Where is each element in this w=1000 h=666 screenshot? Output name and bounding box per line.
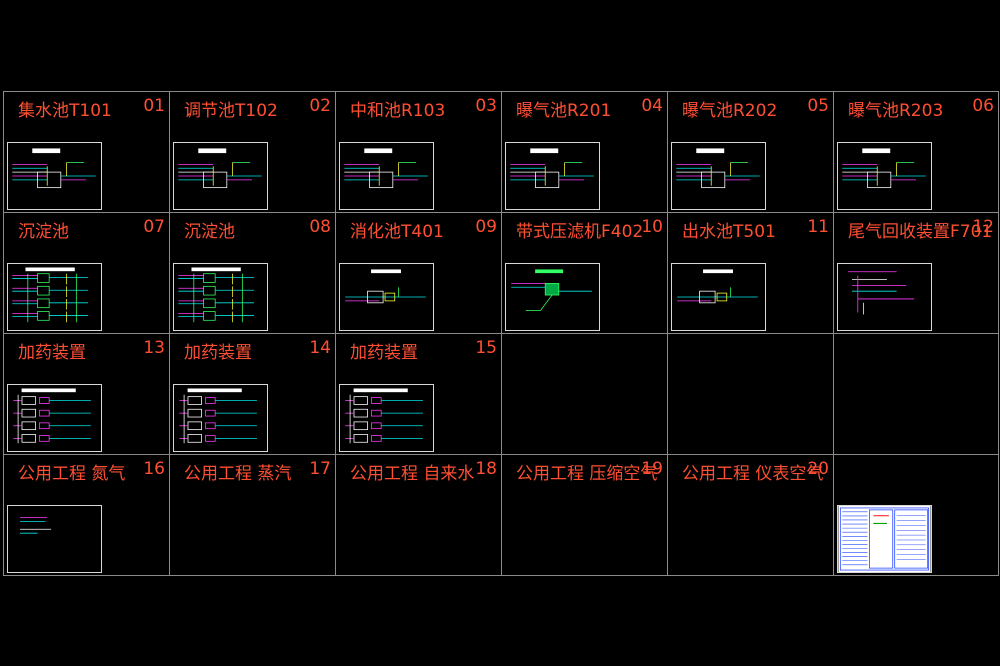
sheet-title: 调节池T102 — [184, 101, 278, 121]
sheet-cell[interactable]: 中和池R103 03 — [336, 92, 502, 213]
drawing-thumbnail[interactable] — [339, 142, 434, 210]
sheet-number: 02 — [309, 96, 331, 116]
sheet-title: 加药装置 — [18, 343, 86, 363]
drawing-preview — [510, 148, 594, 189]
drawing-thumbnail[interactable] — [173, 263, 268, 331]
sheet-cell[interactable] — [834, 455, 998, 575]
drawing-preview — [345, 388, 423, 444]
drawing-thumbnail[interactable] — [7, 505, 102, 573]
sheet-number: 15 — [475, 338, 497, 358]
sheet-cell[interactable]: 调节池T102 02 — [170, 92, 336, 213]
drawing-thumbnail[interactable] — [339, 384, 434, 452]
drawing-thumbnail[interactable] — [837, 505, 932, 573]
sheet-cell[interactable]: 加药装置 14 — [170, 334, 336, 455]
sheet-title: 出水池T501 — [682, 222, 776, 242]
sheet-title: 曝气池R202 — [682, 101, 778, 121]
sheet-number: 20 — [807, 459, 829, 479]
sheet-number: 04 — [641, 96, 663, 116]
sheet-title: 沉淀池 — [184, 222, 235, 242]
sheet-number: 17 — [309, 459, 331, 479]
sheet-number: 06 — [972, 96, 994, 116]
sheet-cell[interactable]: 消化池T401 09 — [336, 213, 502, 334]
drawing-preview — [677, 269, 758, 304]
sheet-cell[interactable]: 加药装置 13 — [4, 334, 170, 455]
sheet-number: 08 — [309, 217, 331, 237]
drawing-thumbnail[interactable] — [173, 384, 268, 452]
drawing-preview — [344, 148, 428, 189]
sheet-number: 18 — [475, 459, 497, 479]
sheet-cell[interactable]: 加药装置 15 — [336, 334, 502, 455]
sheet-cell[interactable]: 曝气池R201 04 — [502, 92, 668, 213]
drawing-preview — [511, 269, 592, 311]
sheet-title: 加药装置 — [184, 343, 252, 363]
sheet-number: 03 — [475, 96, 497, 116]
drawing-thumbnail[interactable] — [505, 263, 600, 331]
sheet-title: 中和池R103 — [350, 101, 446, 121]
sheet-cell[interactable] — [834, 334, 998, 455]
sheet-cell[interactable]: 曝气池R203 06 — [834, 92, 998, 213]
sheet-title: 公用工程 压缩空气 — [516, 464, 658, 484]
sheet-cell[interactable] — [668, 334, 834, 455]
sheet-number: 10 — [641, 217, 663, 237]
sheet-number: 12 — [972, 217, 994, 237]
drawing-preview — [842, 148, 926, 189]
drawing-thumbnail[interactable] — [837, 263, 932, 331]
sheet-cell[interactable]: 集水池T101 01 — [4, 92, 170, 213]
sheet-title: 沉淀池 — [18, 222, 69, 242]
drawing-preview — [13, 388, 91, 444]
drawing-thumbnail[interactable] — [671, 263, 766, 331]
sheet-cell[interactable]: 沉淀池 08 — [170, 213, 336, 334]
sheet-title: 尾气回收装置F701 — [848, 222, 993, 242]
drawing-thumbnail[interactable] — [7, 263, 102, 331]
drawing-thumbnail[interactable] — [173, 142, 268, 210]
sheet-number: 14 — [309, 338, 331, 358]
sheet-title: 公用工程 自来水 — [350, 464, 475, 484]
sheet-cell[interactable]: 公用工程 氮气 16 — [4, 455, 170, 575]
sheet-title: 消化池T401 — [350, 222, 444, 242]
drawing-thumbnail[interactable] — [7, 384, 102, 452]
sheet-number: 01 — [143, 96, 165, 116]
sheet-number: 13 — [143, 338, 165, 358]
drawing-preview — [20, 517, 52, 534]
drawing-preview — [345, 269, 426, 304]
drawing-preview — [676, 148, 760, 189]
sheet-number: 16 — [143, 459, 165, 479]
sheet-number: 07 — [143, 217, 165, 237]
drawing-thumbnail[interactable] — [671, 142, 766, 210]
drawing-thumbnail[interactable] — [837, 142, 932, 210]
sheet-number: 11 — [807, 217, 829, 237]
sheet-cell[interactable]: 公用工程 蒸汽 17 — [170, 455, 336, 575]
drawing-preview — [12, 148, 96, 189]
drawing-preview — [178, 148, 262, 189]
drawing-thumbnail[interactable] — [505, 142, 600, 210]
drawing-preview — [12, 267, 88, 323]
sheet-cell[interactable]: 沉淀池 07 — [4, 213, 170, 334]
sheet-cell[interactable]: 曝气池R202 05 — [668, 92, 834, 213]
sheet-title: 集水池T101 — [18, 101, 112, 121]
sheet-title: 带式压滤机F402 — [516, 222, 644, 242]
sheet-number: 05 — [807, 96, 829, 116]
sheet-title: 公用工程 蒸汽 — [184, 464, 292, 484]
sheet-title: 曝气池R203 — [848, 101, 944, 121]
sheet-number: 09 — [475, 217, 497, 237]
sheet-title: 公用工程 氮气 — [18, 464, 126, 484]
drawing-preview — [838, 506, 931, 572]
drawing-thumbnail[interactable] — [339, 263, 434, 331]
sheet-title: 公用工程 仪表空气 — [682, 464, 824, 484]
drawing-preview — [178, 267, 254, 323]
sheet-cell[interactable]: 出水池T501 11 — [668, 213, 834, 334]
drawing-preview — [179, 388, 257, 444]
sheet-title: 加药装置 — [350, 343, 418, 363]
sheet-title: 曝气池R201 — [516, 101, 612, 121]
drawing-thumbnail[interactable] — [7, 142, 102, 210]
sheet-number: 19 — [641, 459, 663, 479]
drawing-preview — [848, 271, 915, 315]
sheet-cell[interactable] — [502, 334, 668, 455]
